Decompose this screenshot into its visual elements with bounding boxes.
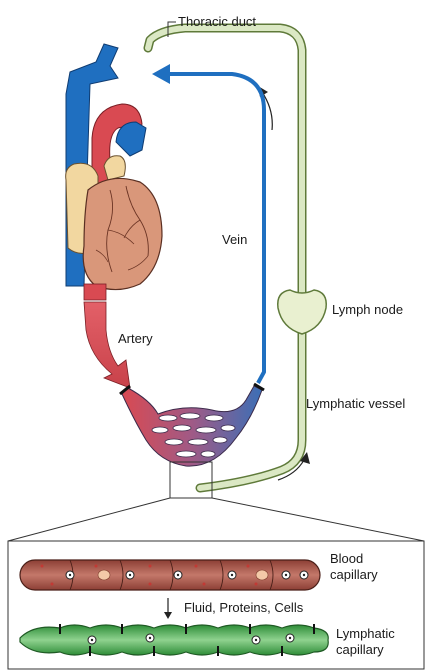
blood-capillary-label-line1: Blood (330, 551, 363, 567)
zoom-callout (8, 462, 424, 541)
lymphatic-capillary (20, 624, 328, 656)
lymph-node (278, 290, 327, 334)
vein-label: Vein (222, 232, 247, 248)
fluid-proteins-cells-label: Fluid, Proteins, Cells (184, 600, 303, 616)
vein (152, 64, 264, 383)
artery-label: Artery (118, 331, 153, 347)
lymphatic-capillary-label-line1: Lymphatic (336, 626, 395, 642)
heart (66, 44, 162, 290)
lymphatic-vessel-label: Lymphatic vessel (306, 396, 405, 412)
lymph-node-label: Lymph node (332, 302, 403, 318)
blood-capillary-label-line2: capillary (330, 567, 378, 583)
lymphatic-capillary-label-line2: capillary (336, 642, 384, 658)
thoracic-duct-label: Thoracic duct (178, 14, 256, 30)
capillary-bed (120, 384, 264, 466)
blood-capillary (20, 560, 320, 590)
